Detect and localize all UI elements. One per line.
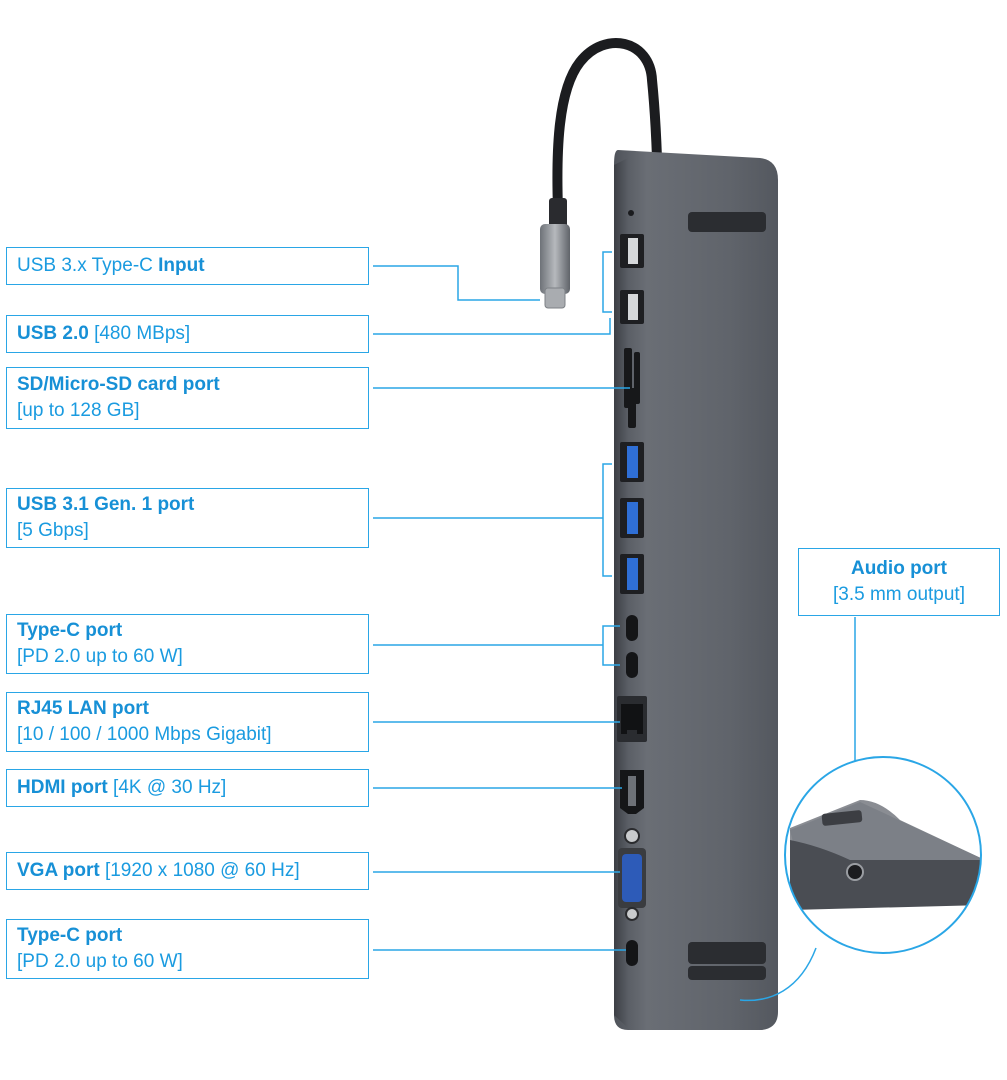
label-sd-card: SD/Micro-SD card port [up to 128 GB]: [6, 367, 369, 429]
label-rj45: RJ45 LAN port [10 / 100 / 1000 Mbps Giga…: [6, 692, 369, 752]
label-type-c-1-title: Type-C port: [17, 620, 123, 641]
top-grip: [688, 212, 766, 232]
label-audio: Audio port [3.5 mm output]: [798, 548, 1000, 616]
label-sd-card-spec: [up to 128 GB]: [17, 400, 140, 421]
label-usb-c-input-bold: Input: [158, 255, 205, 276]
label-audio-spec: [3.5 mm output]: [832, 584, 965, 605]
hdmi-port-icon: [620, 770, 644, 814]
type-c-ports-icon: [626, 615, 638, 678]
label-type-c-2: Type-C port [PD 2.0 up to 60 W]: [6, 919, 369, 979]
label-usb-c-input: USB 3.x Type-C Input: [6, 247, 369, 285]
label-vga-spec: [1920 x 1080 @ 60 Hz]: [99, 860, 300, 881]
label-rj45-title: RJ45 LAN port: [17, 698, 149, 719]
label-vga-title: VGA port: [17, 860, 100, 881]
audio-jack-side-icon: [624, 828, 640, 844]
label-type-c-2-title: Type-C port: [17, 925, 123, 946]
sd-card-slots-icon: [624, 348, 640, 428]
label-hdmi-title: HDMI port: [17, 777, 108, 798]
usb-c-cable: [552, 38, 662, 215]
bottom-type-c-port-icon: [626, 940, 638, 966]
dock-body: [614, 150, 778, 1030]
label-usb-3-1-spec: [5 Gbps]: [17, 520, 89, 541]
label-vga: VGA port [1920 x 1080 @ 60 Hz]: [6, 852, 369, 890]
vga-port-icon: [618, 848, 646, 921]
label-usb-c-input-text: USB 3.x Type-C: [17, 255, 159, 276]
rj45-port-icon: [617, 696, 647, 742]
usb-c-plug-icon: [540, 224, 570, 294]
label-usb-3-1: USB 3.1 Gen. 1 port [5 Gbps]: [6, 488, 369, 548]
label-usb-3-1-title: USB 3.1 Gen. 1 port: [17, 494, 195, 515]
usb-3-1-ports-icon: [620, 442, 644, 594]
label-type-c-1: Type-C port [PD 2.0 up to 60 W]: [6, 614, 369, 674]
usb-2-ports-icon: [620, 234, 644, 324]
label-usb-2-0: USB 2.0 [480 MBps]: [6, 315, 369, 353]
bottom-grip: [688, 942, 766, 964]
label-rj45-spec: [10 / 100 / 1000 Mbps Gigabit]: [17, 724, 272, 745]
label-sd-card-title: SD/Micro-SD card port: [17, 374, 220, 395]
label-usb-2-0-spec: [480 MBps]: [88, 323, 191, 344]
cable-strain-relief: [549, 198, 567, 228]
label-audio-title: Audio port: [850, 558, 948, 579]
label-hdmi: HDMI port [4K @ 30 Hz]: [6, 769, 369, 807]
label-usb-2-0-title: USB 2.0: [17, 323, 89, 344]
label-type-c-1-spec: [PD 2.0 up to 60 W]: [17, 646, 183, 667]
audio-port-detail: [785, 757, 981, 953]
label-type-c-2-spec: [PD 2.0 up to 60 W]: [17, 951, 183, 972]
label-hdmi-spec: [4K @ 30 Hz]: [107, 777, 227, 798]
